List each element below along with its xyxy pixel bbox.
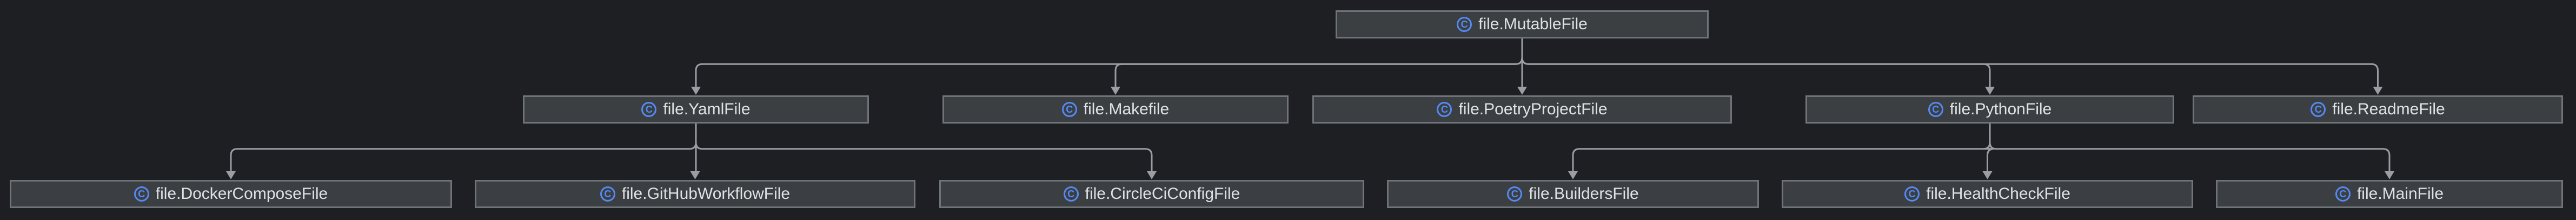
arrowhead-circle_ci_config_file [1147, 171, 1157, 179]
class-node-health-check-file[interactable]: C file.HealthCheckFile [1782, 180, 2193, 208]
arrowhead-readme_file [2373, 87, 2383, 95]
arrowhead-builders_file [1568, 171, 1578, 179]
class-node-label: file.GitHubWorkflowFile [621, 185, 791, 203]
class-icon: C [134, 186, 149, 202]
class-node-makefile[interactable]: C file.Makefile [942, 95, 1289, 124]
class-icon: C [2311, 102, 2326, 117]
inheritance-edge-python_file [1521, 38, 1991, 88]
class-icon: C [1063, 186, 1079, 202]
inheritance-edge-docker_compose_file [230, 124, 697, 172]
class-icon: C [1437, 102, 1452, 117]
inheritance-edge-main_file [1989, 124, 2391, 172]
class-node-python-file[interactable]: C file.PythonFile [1805, 95, 2174, 124]
class-node-label: file.BuildersFile [1529, 185, 1639, 203]
arrowhead-poetry_project_file [1517, 87, 1527, 95]
class-node-main-file[interactable]: C file.MainFile [2216, 180, 2563, 208]
class-node-readme-file[interactable]: C file.ReadmeFile [2193, 95, 2563, 124]
class-node-poetry-project-file[interactable]: C file.PoetryProjectFile [1312, 95, 1732, 124]
arrowhead-python_file [1985, 87, 1995, 95]
class-icon: C [1507, 186, 1523, 202]
class-icon: C [1928, 102, 1943, 117]
class-icon: C [1061, 102, 1077, 117]
class-node-label: file.YamlFile [663, 100, 751, 118]
class-node-github-workflow-file[interactable]: C file.GitHubWorkflowFile [475, 180, 915, 208]
inheritance-edge-readme_file [1521, 38, 2379, 88]
class-node-label: file.CircleCiConfigFile [1085, 185, 1240, 203]
inheritance-edge-yaml_file [695, 38, 1523, 88]
arrowhead-yaml_file [691, 87, 701, 95]
arrowhead-makefile [1111, 87, 1120, 95]
class-node-label: file.Makefile [1083, 100, 1170, 118]
arrowhead-docker_compose_file [226, 171, 236, 179]
class-icon: C [1457, 17, 1472, 32]
class-node-mutable-file[interactable]: C file.MutableFile [1336, 10, 1709, 38]
inheritance-edge-makefile [1114, 38, 1523, 88]
inheritance-edge-builders_file [1572, 124, 1991, 172]
class-icon: C [600, 186, 615, 202]
arrowhead-health_check_file [1982, 171, 1993, 179]
class-node-label: file.ReadmeFile [2332, 100, 2445, 118]
arrowhead-main_file [2385, 171, 2394, 179]
class-node-label: file.PoetryProjectFile [1458, 100, 1608, 118]
class-icon: C [2335, 186, 2351, 202]
class-node-label: file.PythonFile [1949, 100, 2052, 118]
class-node-docker-compose-file[interactable]: C file.DockerComposeFile [10, 180, 452, 208]
class-node-builders-file[interactable]: C file.BuildersFile [1387, 180, 1759, 208]
class-node-yaml-file[interactable]: C file.YamlFile [523, 95, 869, 124]
arrowhead-github_workflow_file [690, 171, 700, 179]
class-node-label: file.HealthCheckFile [1926, 185, 2070, 203]
class-node-label: file.MainFile [2356, 185, 2444, 203]
class-icon: C [1904, 186, 1920, 202]
class-node-circle-ci-config-file[interactable]: C file.CircleCiConfigFile [939, 180, 1364, 208]
class-node-label: file.DockerComposeFile [155, 185, 328, 203]
inheritance-edge-circle_ci_config_file [695, 124, 1153, 172]
class-icon: C [641, 102, 657, 117]
class-node-label: file.MutableFile [1478, 15, 1588, 33]
